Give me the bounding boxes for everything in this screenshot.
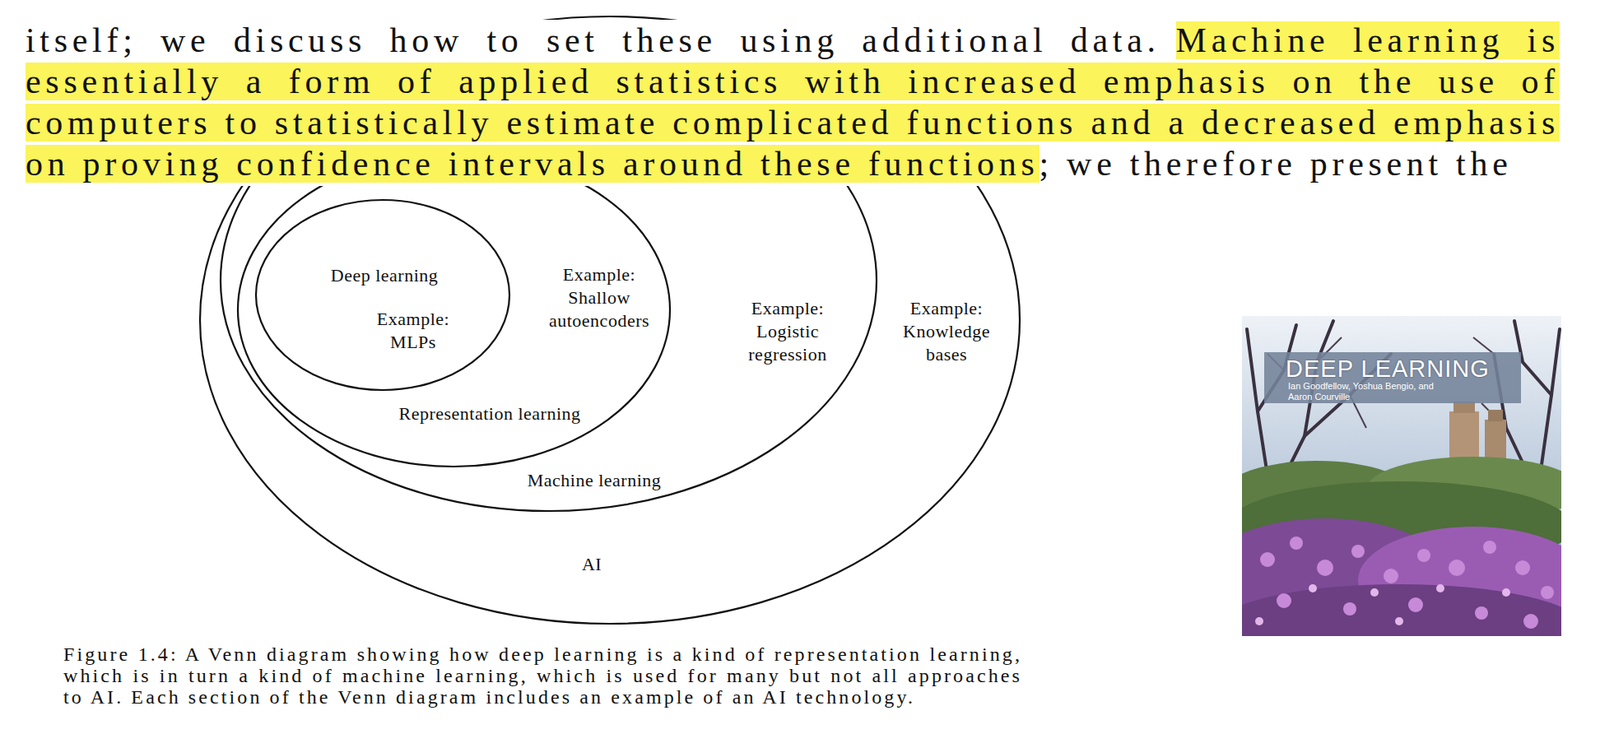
ellipse-outline bbox=[255, 199, 511, 391]
set-label: Machine learning bbox=[527, 469, 662, 493]
text-anchor: Example: Logistic regression bbox=[748, 297, 827, 367]
cover-authors: Ian Goodfellow, Yoshua Bengio, and Aaron… bbox=[1288, 381, 1437, 403]
body-text: itself; we discuss how to set these usin… bbox=[25, 21, 1161, 60]
example-label: Example: Logistic regression bbox=[748, 297, 827, 367]
text-anchor: Example: Shallow autoencoders bbox=[548, 263, 650, 333]
text-band: itself; we discuss how to set these usin… bbox=[0, 19, 1600, 187]
set-label: AI bbox=[581, 553, 602, 577]
set-label: Representation learning bbox=[398, 402, 581, 426]
text-anchor: Representation learning bbox=[398, 402, 581, 426]
text-anchor: Example: Knowledge bases bbox=[902, 297, 991, 367]
cover-title: DEEP LEARNING bbox=[1285, 355, 1490, 382]
text-anchor: AI bbox=[581, 553, 602, 577]
body-text: ; we therefore present the bbox=[1039, 144, 1513, 183]
venn-ellipse: Deep learningExample: MLPs bbox=[255, 199, 511, 391]
text-anchor: Deep learning bbox=[330, 264, 439, 288]
example-label: Example: MLPs bbox=[376, 307, 450, 354]
body-paragraph: itself; we discuss how to set these usin… bbox=[25, 19, 1560, 185]
figure-caption: Figure 1.4: A Venn diagram showing how d… bbox=[63, 643, 1023, 708]
set-label: Deep learning bbox=[330, 264, 439, 288]
venn-ellipse: Representation learning Example: Shallow … bbox=[237, 152, 671, 468]
text-anchor: Machine learning bbox=[527, 469, 662, 493]
text-anchor: Example: MLPs bbox=[376, 307, 450, 354]
example-label: Example: Shallow autoencoders bbox=[548, 263, 650, 333]
example-label: Example: Knowledge bases bbox=[902, 297, 991, 367]
